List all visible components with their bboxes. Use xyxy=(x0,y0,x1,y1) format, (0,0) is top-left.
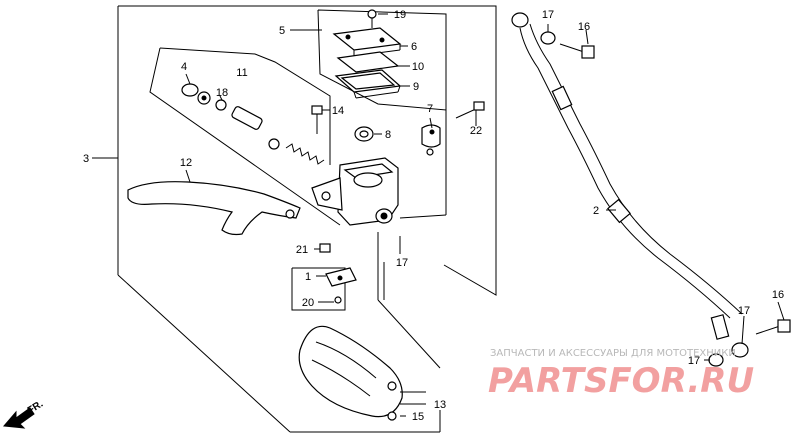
diaphragm-plate xyxy=(336,51,400,73)
brake-hose xyxy=(511,12,749,367)
sealing-washer xyxy=(354,126,374,142)
callout-4: 4 xyxy=(181,61,187,73)
callout-21: 21 xyxy=(296,244,308,256)
callout-10: 10 xyxy=(412,61,424,73)
reservoir-bolt xyxy=(311,105,323,134)
leader-lines xyxy=(92,13,785,417)
callout-6: 6 xyxy=(411,41,417,53)
assembly-frame xyxy=(117,5,497,433)
oil-bolt-upper xyxy=(559,43,595,59)
cap-screw xyxy=(367,9,377,28)
front-direction-arrow: FR. xyxy=(2,399,45,429)
switch-screw xyxy=(334,296,342,304)
callout-9: 9 xyxy=(413,81,419,93)
callout-11: 11 xyxy=(236,67,247,79)
callout-17-bottom: 17 xyxy=(688,355,700,367)
holder xyxy=(421,124,441,156)
callout-19: 19 xyxy=(394,9,406,21)
lever-pivot-nut xyxy=(319,243,331,253)
callout-20: 20 xyxy=(302,297,314,309)
reservoir-cap xyxy=(332,27,402,57)
diaphragm xyxy=(334,69,402,99)
watermark-brand: PARTSFOR.RU xyxy=(488,361,754,401)
callout-16-bottom: 16 xyxy=(772,289,784,301)
callout-2: 2 xyxy=(593,205,599,217)
callout-8: 8 xyxy=(385,129,391,141)
callout-3: 3 xyxy=(83,153,89,165)
callout-5: 5 xyxy=(279,25,285,37)
watermark-subtitle: ЗАПЧАСТИ И АКСЕССУАРЫ ДЛЯ МОТОТЕХНИКИ xyxy=(490,348,736,359)
callout-1: 1 xyxy=(305,271,311,283)
brake-switch xyxy=(325,267,357,287)
callout-13: 13 xyxy=(434,399,446,411)
callout-7: 7 xyxy=(427,103,433,115)
callout-labels: 3 5 19 6 10 9 11 4 18 14 7 8 22 12 21 17… xyxy=(83,9,784,423)
watermark: ЗАПЧАСТИ И АКСЕССУАРЫ ДЛЯ МОТОТЕХНИКИ PA… xyxy=(488,348,754,401)
callout-12: 12 xyxy=(180,157,192,169)
callout-15: 15 xyxy=(412,411,424,423)
piston-kit xyxy=(181,83,325,165)
callout-18: 18 xyxy=(216,87,228,99)
oil-bolt-lower xyxy=(755,319,791,335)
master-cylinder-body xyxy=(311,157,399,226)
callout-14: 14 xyxy=(332,105,344,117)
knuckle-guard xyxy=(298,325,403,421)
callout-16-top: 16 xyxy=(578,21,590,33)
callout-17-right: 17 xyxy=(738,305,750,317)
callout-22: 22 xyxy=(470,125,482,137)
brake-lever xyxy=(127,181,301,236)
bolt-22 xyxy=(455,101,485,119)
callout-17-top: 17 xyxy=(542,9,554,21)
callout-17-mid: 17 xyxy=(396,257,408,269)
